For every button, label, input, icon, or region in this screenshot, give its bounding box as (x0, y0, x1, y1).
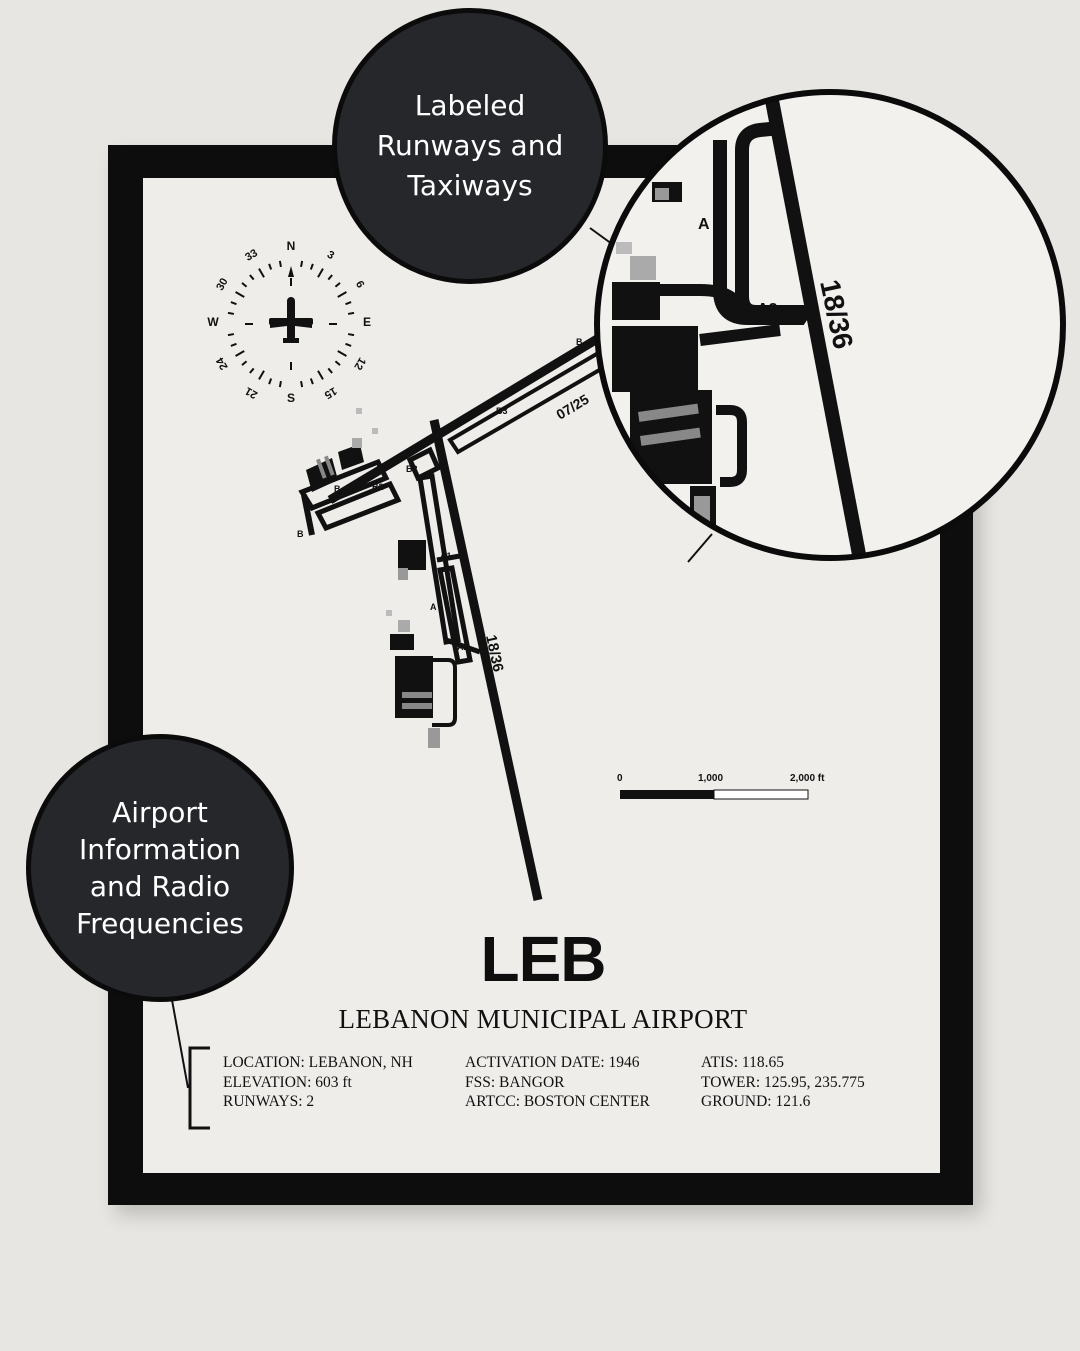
compass-tick (347, 333, 355, 337)
compass-e: E (363, 315, 371, 329)
callout-info-line2: Information (78, 833, 242, 866)
compass-s: S (287, 391, 295, 405)
callout-info-line4: Frequencies (76, 907, 244, 940)
buildings (306, 408, 457, 748)
compass-tick (268, 378, 273, 385)
callout-leader-runways (589, 227, 613, 245)
info-bracket (188, 1046, 210, 1130)
compass-tick (309, 378, 314, 385)
compass-tick (309, 263, 314, 270)
compass-tick (278, 260, 282, 268)
compass-tick (345, 301, 352, 306)
compass-w: W (207, 315, 219, 329)
info-column-3: ATIS: 118.65 TOWER: 125.95, 235.775 GROU… (701, 1053, 865, 1112)
compass-tick (317, 268, 324, 278)
compass-tick (235, 291, 245, 298)
compass-tick (241, 360, 248, 366)
compass-n: N (287, 239, 296, 253)
compass-12: 12 (351, 355, 368, 372)
compass-tick (241, 282, 248, 288)
label-taxiway-a1: A1 (440, 551, 452, 561)
taxiway-a (417, 473, 481, 665)
compass-tick (317, 370, 324, 380)
compass-tick (249, 274, 255, 281)
zoom-magnifier: A A2 18/36 (594, 89, 1066, 561)
scale-2000: 2,000 ft (790, 773, 825, 784)
info-artcc: ARTCC: BOSTON CENTER (465, 1093, 650, 1110)
compass-tick (334, 282, 341, 288)
info-runways: RUNWAYS: 2 (223, 1093, 315, 1110)
compass-33: 33 (243, 247, 260, 264)
label-taxiway-b-mid: B (334, 484, 341, 494)
callout-runways-taxiways: Labeled Runways and Taxiways (332, 8, 608, 284)
scale-bar: 0 1,000 2,000 ft (617, 773, 825, 800)
callout-runways-line3: Taxiways (407, 169, 533, 202)
callout-runways-line1: Labeled (414, 89, 526, 122)
airport-code: LEB (480, 923, 607, 995)
scale-1000: 1,000 (698, 773, 723, 784)
callout-airport-info: Airport Information and Radio Frequencie… (26, 734, 294, 1002)
compass-tick (345, 342, 352, 347)
compass-tick (235, 350, 245, 357)
compass-tick (334, 360, 341, 366)
compass-tick (278, 380, 282, 388)
compass-tick (337, 291, 347, 298)
zoom-label-a2: A2 (757, 301, 778, 318)
airplane-icon (269, 297, 313, 343)
label-taxiway-a: A (430, 602, 437, 612)
compass-tick (227, 333, 235, 337)
compass-tick (249, 367, 255, 374)
label-taxiway-b2-left: B2 (372, 482, 384, 492)
compass-tick (268, 263, 273, 270)
compass-rose: N S E W 3 6 12 15 21 24 30 33 (207, 239, 371, 405)
info-atis: ATIS: 118.65 (701, 1054, 784, 1071)
label-taxiway-b3: B3 (496, 406, 508, 416)
callout-leader-info (171, 999, 189, 1089)
info-tower: TOWER: 125.95, 235.775 (701, 1073, 865, 1091)
compass-21: 21 (243, 384, 260, 401)
compass-tick (327, 367, 333, 374)
compass-6: 6 (353, 279, 366, 290)
info-activation-date: ACTIVATION DATE: 1946 (465, 1054, 640, 1071)
info-location: LOCATION: LEBANON, NH (223, 1054, 413, 1071)
compass-30: 30 (214, 276, 231, 293)
info-fss: FSS: BANGOR (465, 1073, 565, 1091)
label-taxiway-b2-right: B2 (406, 464, 418, 474)
compass-tick (227, 311, 235, 315)
label-taxiway-b-left: B (297, 529, 304, 539)
callout-info-line1: Airport (112, 796, 208, 829)
scale-0: 0 (617, 773, 623, 784)
zoom-label-a: A (698, 216, 710, 233)
compass-tick (347, 311, 355, 315)
label-taxiway-a2: A2 (457, 642, 469, 652)
label-taxiway-b-top: B (576, 337, 583, 347)
compass-tick (230, 301, 237, 306)
compass-tick (258, 268, 265, 278)
info-column-1: LOCATION: LEBANON, NH ELEVATION: 603 ft … (223, 1053, 413, 1112)
compass-tick (258, 370, 265, 380)
compass-tick (327, 274, 333, 281)
compass-tick (300, 380, 304, 388)
callout-runways-line2: Runways and (376, 129, 564, 162)
airport-name: LEBANON MUNICIPAL AIRPORT (338, 1004, 748, 1034)
compass-tick (230, 342, 237, 347)
compass-tick (300, 260, 304, 268)
runway-07-25 (327, 326, 615, 504)
info-ground: GROUND: 121.6 (701, 1093, 811, 1110)
info-column-2: ACTIVATION DATE: 1946 FSS: BANGOR ARTCC:… (465, 1053, 650, 1112)
compass-tick (337, 350, 347, 357)
compass-15: 15 (322, 384, 339, 401)
compass-24: 24 (214, 354, 231, 371)
callout-info-line3: and Radio (89, 870, 231, 903)
info-elevation: ELEVATION: 603 ft (223, 1073, 352, 1091)
runway-18-36 (429, 419, 543, 901)
compass-3: 3 (325, 249, 336, 262)
zoom-leader (687, 533, 713, 563)
